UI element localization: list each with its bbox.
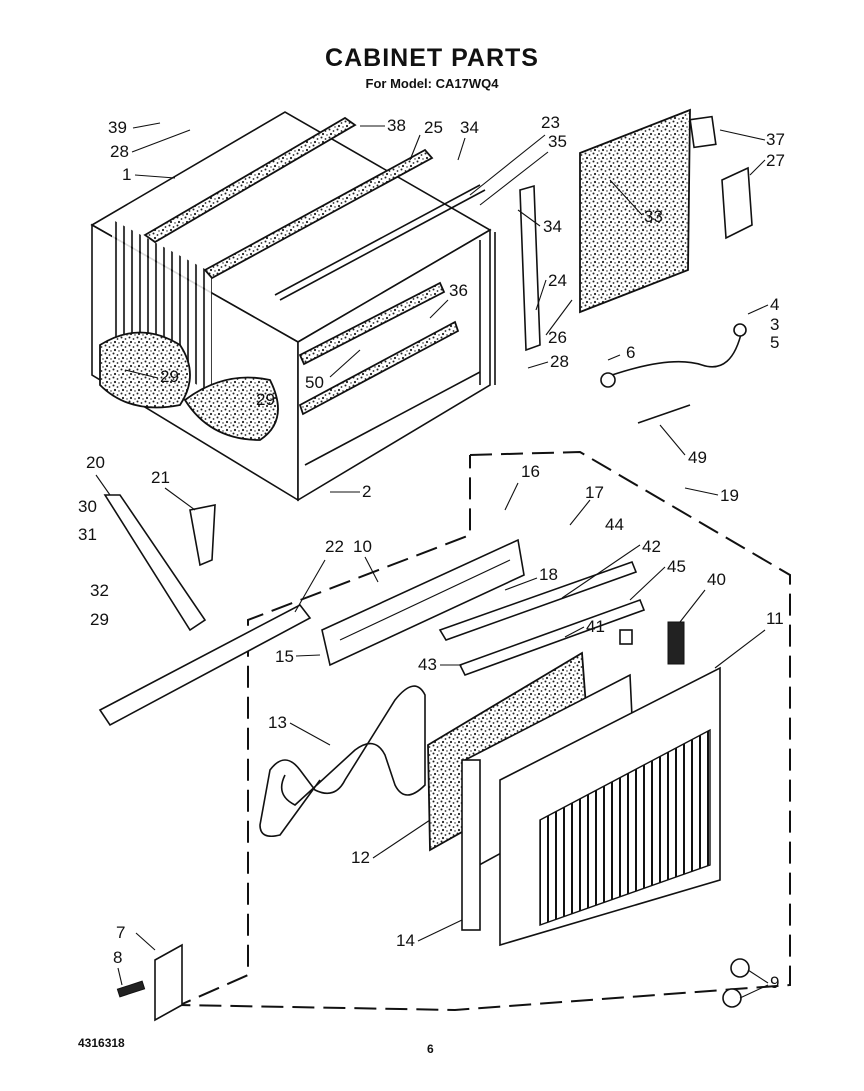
callout: 32 <box>90 581 109 600</box>
callout: 50 <box>305 373 324 392</box>
terminal-pin <box>116 980 146 998</box>
side-panel <box>579 108 691 314</box>
terminal-plate <box>154 943 183 1022</box>
callout: 7 <box>116 923 125 942</box>
model-subtitle: For Model: CA17WQ4 <box>365 76 499 91</box>
callout: 5 <box>770 333 779 352</box>
callout: 3 <box>770 315 779 334</box>
heater-coil <box>259 685 426 838</box>
callout: 6 <box>626 343 635 362</box>
callout: 15 <box>275 647 294 666</box>
callout: 26 <box>548 328 567 347</box>
support-angle <box>189 504 216 567</box>
callout: 36 <box>449 281 468 300</box>
callout: 12 <box>351 848 370 867</box>
callout: 19 <box>720 486 739 505</box>
rod <box>637 404 691 424</box>
callout: 21 <box>151 468 170 487</box>
callout: 18 <box>539 565 558 584</box>
callout: 23 <box>541 113 560 132</box>
small-cap <box>619 629 633 645</box>
callout: 17 <box>585 483 604 502</box>
callout: 44 <box>605 515 624 534</box>
callout: 13 <box>268 713 287 732</box>
callout: 31 <box>78 525 97 544</box>
mounting-plate-lower <box>458 598 646 676</box>
callout-labels: 39 28 1 38 25 34 23 35 37 27 33 34 24 26… <box>78 113 785 992</box>
assembly-boundary <box>179 450 791 1012</box>
knob-lower <box>722 988 742 1008</box>
vertical-strip <box>519 184 541 352</box>
support-bracket <box>103 494 207 632</box>
page-title: CABINET PARTS <box>325 44 539 72</box>
callout: 42 <box>642 537 661 556</box>
document-number: 4316318 <box>78 1036 125 1050</box>
callout: 41 <box>586 617 605 636</box>
callout: 34 <box>460 118 479 137</box>
cabinet-shell <box>90 111 496 502</box>
callout: 27 <box>766 151 785 170</box>
callout: 9 <box>770 973 779 992</box>
callout: 40 <box>707 570 726 589</box>
callout: 34 <box>543 217 562 236</box>
bracket-clip <box>721 166 753 240</box>
callout: 24 <box>548 271 567 290</box>
callout: 29 <box>90 610 109 629</box>
ground-wire <box>611 329 743 376</box>
leader-lines <box>95 122 769 999</box>
callout: 28 <box>550 352 569 371</box>
callout: 10 <box>353 537 372 556</box>
callout: 11 <box>766 609 784 628</box>
callout: 33 <box>644 207 663 226</box>
page-number: 6 <box>427 1042 434 1056</box>
callout: 38 <box>387 116 406 135</box>
control-panel <box>321 538 525 667</box>
callout: 29 <box>256 390 275 409</box>
knob-upper <box>730 958 750 978</box>
callout: 8 <box>113 948 122 967</box>
callout: 45 <box>667 557 686 576</box>
callout: 20 <box>86 453 105 472</box>
callout: 4 <box>770 295 779 314</box>
callout: 22 <box>325 537 344 556</box>
callout: 30 <box>78 497 97 516</box>
callout: 49 <box>688 448 707 467</box>
callout: 25 <box>424 118 443 137</box>
callout: 39 <box>108 118 127 137</box>
callout: 1 <box>122 165 131 184</box>
callout: 2 <box>362 482 371 501</box>
callout: 43 <box>418 655 437 674</box>
callout: 29 <box>160 367 179 386</box>
callout: 35 <box>548 132 567 151</box>
support-rail <box>98 603 312 727</box>
callout: 37 <box>766 130 785 149</box>
latch <box>667 621 685 665</box>
small-block <box>689 115 717 149</box>
callout: 28 <box>110 142 129 161</box>
callout: 16 <box>521 462 540 481</box>
callout: 14 <box>396 931 415 950</box>
